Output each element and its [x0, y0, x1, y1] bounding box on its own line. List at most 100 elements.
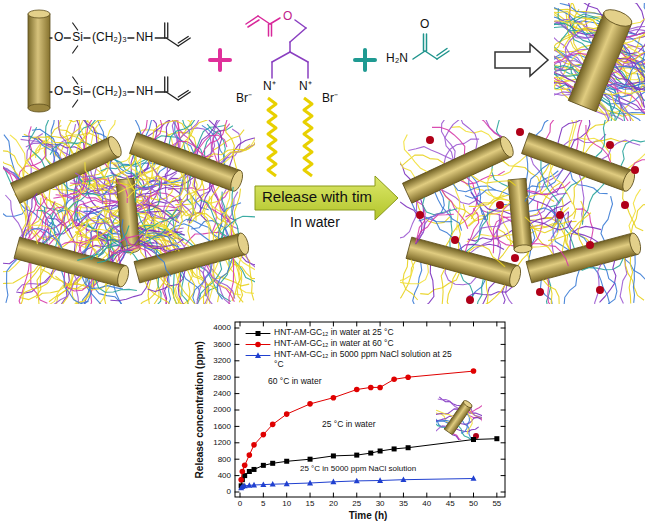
data-point: [471, 437, 476, 442]
polymer-chain: [453, 434, 472, 440]
bond-line: [178, 91, 188, 98]
polymer-chain: [217, 258, 232, 299]
bond-line: [246, 16, 258, 24]
bond-line: [167, 23, 168, 38]
polymer-chain: [554, 66, 579, 85]
polymer-chain: [447, 272, 457, 304]
data-point: [252, 467, 257, 472]
polymer-chain: [602, 140, 641, 159]
tick-mark: [286, 322, 287, 326]
nanotube-end: [116, 264, 131, 288]
polymer-chain: [560, 208, 589, 244]
nanotube-body: [11, 137, 120, 203]
data-point: [261, 463, 266, 468]
polymer-chain: [576, 3, 603, 16]
bond-line: [423, 34, 425, 51]
tick-mark: [356, 322, 357, 326]
nanotube-end: [228, 169, 245, 193]
data-point: [330, 479, 336, 485]
polymer-chain: [82, 174, 118, 201]
tick-label: 2800: [213, 373, 231, 382]
polymer-chain: [22, 136, 61, 160]
polymer-chain: [80, 211, 119, 232]
polymer-chain: [73, 278, 92, 304]
tick-mark: [426, 322, 427, 326]
legend-text: HNT-AM-GC₁₂ in water at 25 °C: [274, 328, 456, 338]
released-drug: [621, 201, 629, 209]
tick-mark: [501, 328, 505, 329]
tick-label: 35: [399, 499, 408, 508]
tick-mark: [333, 493, 334, 497]
data-point: [471, 368, 477, 374]
polymer-chain: [472, 175, 516, 185]
polymer-chain: [493, 217, 511, 253]
polymer-chain: [193, 264, 211, 304]
axis-title: Time (h): [349, 510, 388, 522]
chem-label: N⁺: [299, 80, 312, 94]
tick-mark: [501, 492, 505, 493]
tick-mark: [403, 322, 404, 326]
tick-mark: [403, 493, 404, 497]
tick-mark: [235, 475, 239, 476]
nanotube: [403, 135, 516, 203]
data-point: [270, 461, 275, 466]
polymer-chain: [77, 245, 121, 261]
polymer-chain: [497, 214, 501, 260]
tick-label: 0: [238, 499, 242, 508]
data-point: [242, 463, 248, 469]
polymer-chain: [71, 219, 97, 258]
polymer-chain: [554, 94, 571, 118]
tick-mark: [310, 322, 311, 326]
tick-label: 1600: [213, 422, 231, 431]
polymer-chain: [218, 139, 255, 162]
chem-label: Si: [72, 85, 83, 99]
polymer-chain: [140, 226, 176, 244]
tick-mark: [235, 459, 239, 460]
tick-label: 3200: [213, 356, 231, 365]
polymer-chain: [551, 212, 568, 255]
polymer-chain: [582, 258, 624, 270]
tick-mark: [501, 344, 505, 345]
legend-text: HNT-AM-GC₁₂ in 5000 ppm NaCl solution at…: [274, 350, 456, 370]
polymer-chain: [436, 408, 453, 417]
bond-line: [73, 46, 78, 53]
polymer-chain: [222, 216, 255, 238]
nanotube-body: [526, 233, 638, 283]
polymer-chain: [67, 211, 82, 254]
polymer-chain: [554, 28, 596, 51]
data-point: [471, 475, 477, 481]
polymer-chain: [194, 135, 227, 154]
polymer-chain: [110, 280, 148, 300]
bond-line: [270, 18, 280, 24]
bond-line: [307, 62, 309, 78]
polymer-chain: [139, 240, 184, 251]
tick-mark: [450, 493, 451, 497]
polymer-chain: [601, 99, 632, 121]
tick-mark: [235, 393, 239, 394]
tick-label: 15: [306, 499, 315, 508]
polymer-chain: [64, 272, 93, 291]
tick-mark: [235, 410, 239, 411]
polymer-chain: [554, 12, 598, 27]
data-line: [241, 479, 473, 488]
tick-label: 40: [422, 499, 431, 508]
polymer-chain: [200, 267, 231, 302]
polymer-chain: [207, 145, 250, 159]
released-drug: [416, 211, 424, 219]
polymer-chain: [438, 399, 459, 408]
nanotube-network: [554, 3, 645, 121]
tick-mark: [235, 426, 239, 427]
bond-line: [426, 34, 428, 51]
polymer-chain: [3, 265, 39, 284]
tick-mark: [263, 322, 264, 326]
bond-line: [290, 52, 308, 62]
polymer-chain: [154, 120, 169, 139]
bond-line: [64, 91, 70, 92]
tick-mark: [240, 322, 241, 326]
polymer-chain: [96, 280, 137, 292]
tick-label: 400: [218, 471, 231, 480]
polymer-chain: [109, 202, 119, 244]
curve-label: 60 °C in water: [268, 377, 321, 387]
polymer-chain: [73, 180, 117, 194]
polymer-chain: [525, 164, 549, 202]
